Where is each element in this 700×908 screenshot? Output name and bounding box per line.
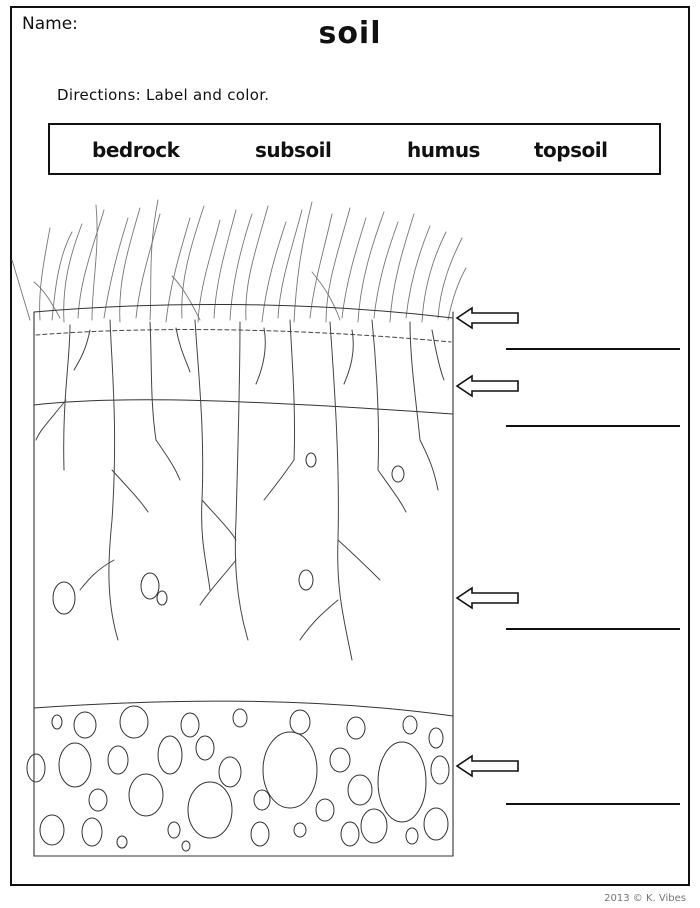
arrow-icon-2 [455,374,519,398]
word-bank-item: humus [407,138,480,162]
answer-line-2[interactable] [506,425,680,427]
arrow-icon-3 [455,586,519,610]
word-bank-item: topsoil [534,138,608,162]
word-bank: bedrock subsoil humus topsoil [48,123,661,175]
page-title: soil [318,16,382,51]
roots-drawing [35,319,445,661]
subsoil-rocks [52,452,405,615]
answer-line-1[interactable] [506,348,680,350]
bedrock-rocks [26,705,450,852]
word-bank-item: bedrock [92,138,180,162]
word-bank-item: subsoil [255,138,332,162]
directions-text: Directions: Label and color. [57,86,270,104]
arrow-icon-1 [455,306,519,330]
answer-line-4[interactable] [506,803,680,805]
name-label: Name: [22,14,78,34]
grass-drawing [11,199,467,323]
soil-profile-outline [33,311,454,857]
page-border [10,6,690,886]
copyright-credit: 2013 © K. Vibes [604,893,686,904]
answer-line-3[interactable] [506,628,680,630]
arrow-icon-4 [455,754,519,778]
